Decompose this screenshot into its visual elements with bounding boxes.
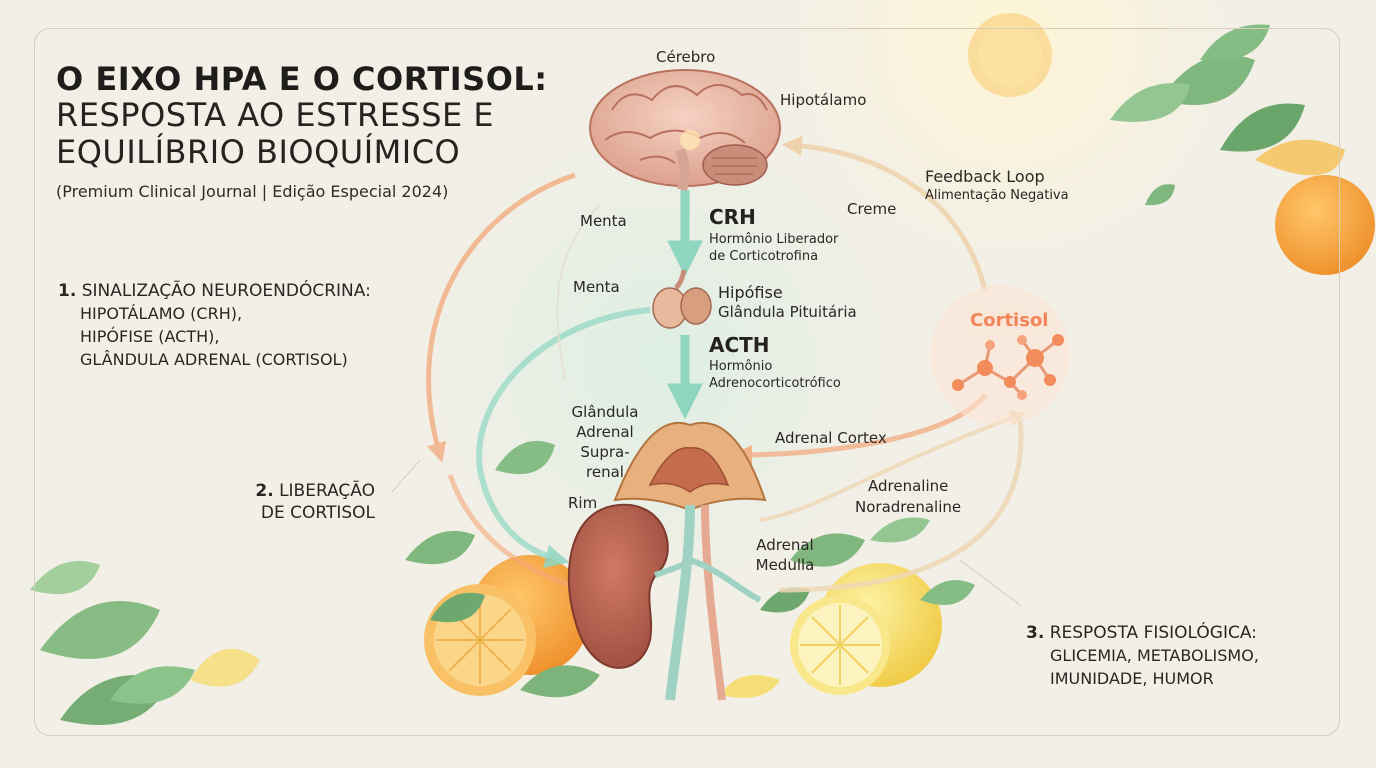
section-1: 1. SINALIZAÇÃO NEUROENDÓCRINA: HIPOTÁLAM… xyxy=(58,280,371,371)
section-1-line-1: HIPOTÁLAMO (CRH), xyxy=(80,304,243,323)
label-adrenal-medulla: Adrenal Medulla xyxy=(745,535,825,575)
title-line-2: RESPOSTA AO ESTRESSE E xyxy=(56,96,495,134)
section2-pointer xyxy=(391,459,421,493)
label-glandula-adrenal-3: Supra- xyxy=(580,443,630,461)
kidney-icon xyxy=(567,503,762,701)
pituitary-icon xyxy=(652,269,712,329)
left-orange-arc-arrow xyxy=(426,172,576,463)
section-1-line-2: HIPÓFISE (ACTH), xyxy=(80,327,220,346)
label-adrenal-medulla-1: Adrenal xyxy=(756,536,814,554)
adrenal-gland-icon xyxy=(613,421,767,512)
brain-icon xyxy=(589,69,781,192)
label-creme: Creme xyxy=(847,200,897,218)
label-glandula-adrenal-4: renal xyxy=(586,463,624,481)
section3-pointer xyxy=(959,559,1021,606)
label-menta-2: Menta xyxy=(573,278,620,296)
section-1-line-3: GLÂNDULA ADRENAL (CORTISOL) xyxy=(80,350,348,369)
pituitary-teal-arc-arrow xyxy=(476,307,651,569)
label-acth: ACTH xyxy=(709,333,770,357)
section-1-heading: SINALIZAÇÃO NEUROENDÓCRINA: xyxy=(81,281,371,301)
top-right-citrus-decoration xyxy=(968,13,1375,275)
cortisol-molecule-icon xyxy=(930,285,1070,425)
label-feedback-sub: Alimentação Negativa xyxy=(925,188,1069,203)
bottom-left-mint-decoration xyxy=(30,560,260,725)
label-adrenaline: Adrenaline xyxy=(868,477,949,495)
label-glandula-adrenal: Glândula Adrenal Supra- renal xyxy=(560,402,650,482)
label-glandula-pituitaria: Glândula Pituitária xyxy=(718,303,857,321)
bottom-center-fruits xyxy=(405,440,975,698)
label-adrenal-cortex: Adrenal Cortex xyxy=(775,429,887,447)
section-3-line-1: GLICEMIA, METABOLISMO, xyxy=(1050,646,1259,665)
label-crh-sub-2: de Corticotrofina xyxy=(709,249,819,264)
sun-glow xyxy=(790,0,1230,260)
label-crh-sub-1: Hormônio Liberador xyxy=(709,232,839,247)
label-cortisol: Cortisol xyxy=(970,310,1049,331)
label-acth-sub-1: Hormônio xyxy=(709,359,773,374)
content-frame xyxy=(34,28,1340,736)
section-2-line-1: DE CORTISOL xyxy=(260,503,375,523)
section-1-number: 1. xyxy=(58,281,77,301)
label-glandula-adrenal-2: Adrenal xyxy=(576,423,634,441)
menta-faint-arrow xyxy=(556,204,601,381)
lower-right-cream-arc xyxy=(779,419,1024,593)
center-glow xyxy=(420,120,900,600)
section-2-heading: LIBERAÇÃO xyxy=(279,481,375,501)
title-line-1: O EIXO HPA E O CORTISOL: xyxy=(56,60,548,98)
label-hipotalamo: Hipotálamo xyxy=(780,91,867,109)
label-glandula-adrenal-1: Glândula xyxy=(571,403,639,421)
label-cerebro: Cérebro xyxy=(656,48,716,66)
label-crh: CRH xyxy=(709,205,756,229)
label-rim: Rim xyxy=(568,494,598,512)
section-3-line-2: IMUNIDADE, HUMOR xyxy=(1050,669,1214,688)
section-2-number: 2. xyxy=(255,481,274,501)
subtitle: (Premium Clinical Journal | Edição Espec… xyxy=(56,182,449,201)
label-noradrenaline: Noradrenaline xyxy=(855,498,962,516)
section-3: 3. RESPOSTA FISIOLÓGICA: GLICEMIA, METAB… xyxy=(1026,622,1259,690)
adrenaline-arrow xyxy=(759,410,1027,522)
section-3-heading: RESPOSTA FISIOLÓGICA: xyxy=(1049,623,1257,643)
label-adrenal-medulla-2: Medulla xyxy=(755,556,815,574)
section-2: 2. LIBERAÇÃO DE CORTISOL xyxy=(247,480,375,524)
label-menta-1: Menta xyxy=(580,212,627,230)
label-feedback-loop: Feedback Loop xyxy=(925,167,1045,186)
feedback-loop-arrow xyxy=(782,135,988,291)
label-acth-sub-2: Adrenocorticotrófico xyxy=(709,376,841,391)
label-hipofise: Hipófise xyxy=(718,283,783,302)
section-3-number: 3. xyxy=(1026,623,1045,643)
title-line-3: EQUILÍBRIO BIOQUÍMICO xyxy=(56,133,461,171)
